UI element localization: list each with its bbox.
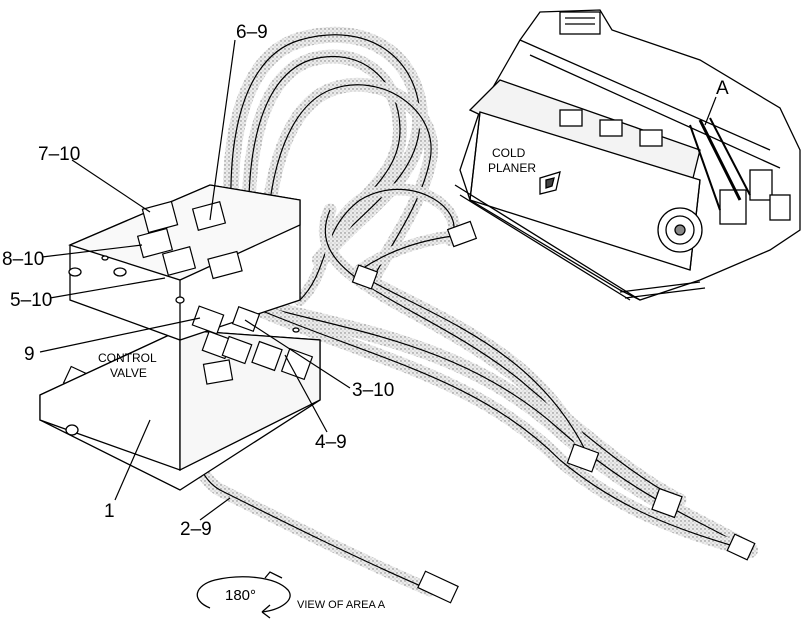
control-valve-label-line1: CONTROL	[98, 351, 157, 365]
rotation-label: 180°	[225, 587, 256, 604]
callout-9: 9	[24, 344, 35, 365]
callout-1: 1	[104, 501, 115, 522]
control-valve-label-line2: VALVE	[110, 366, 147, 380]
view-of-area-label: VIEW OF AREA A	[297, 599, 386, 611]
callout-3-10: 3–10	[352, 380, 394, 401]
callout-4-9: 4–9	[315, 432, 347, 453]
cold-planer-label-line1: COLD	[492, 146, 526, 160]
leader-lines	[39, 39, 717, 521]
callout-6-9: 6–9	[236, 22, 268, 43]
callout-7-10: 7–10	[38, 144, 80, 165]
control-valve-block	[39, 184, 321, 491]
valve-fittings	[136, 200, 314, 385]
hose-fittings	[62, 220, 756, 604]
callout-8-10: 8–10	[2, 249, 44, 270]
rotation-arrow-icon	[196, 571, 291, 619]
cold-planer-machine	[454, 9, 801, 301]
cold-planer-label-line2: PLANER	[488, 161, 536, 175]
callout-a: A	[716, 78, 729, 99]
callout-2-9: 2–9	[180, 519, 212, 540]
callout-5-10: 5–10	[10, 290, 52, 311]
